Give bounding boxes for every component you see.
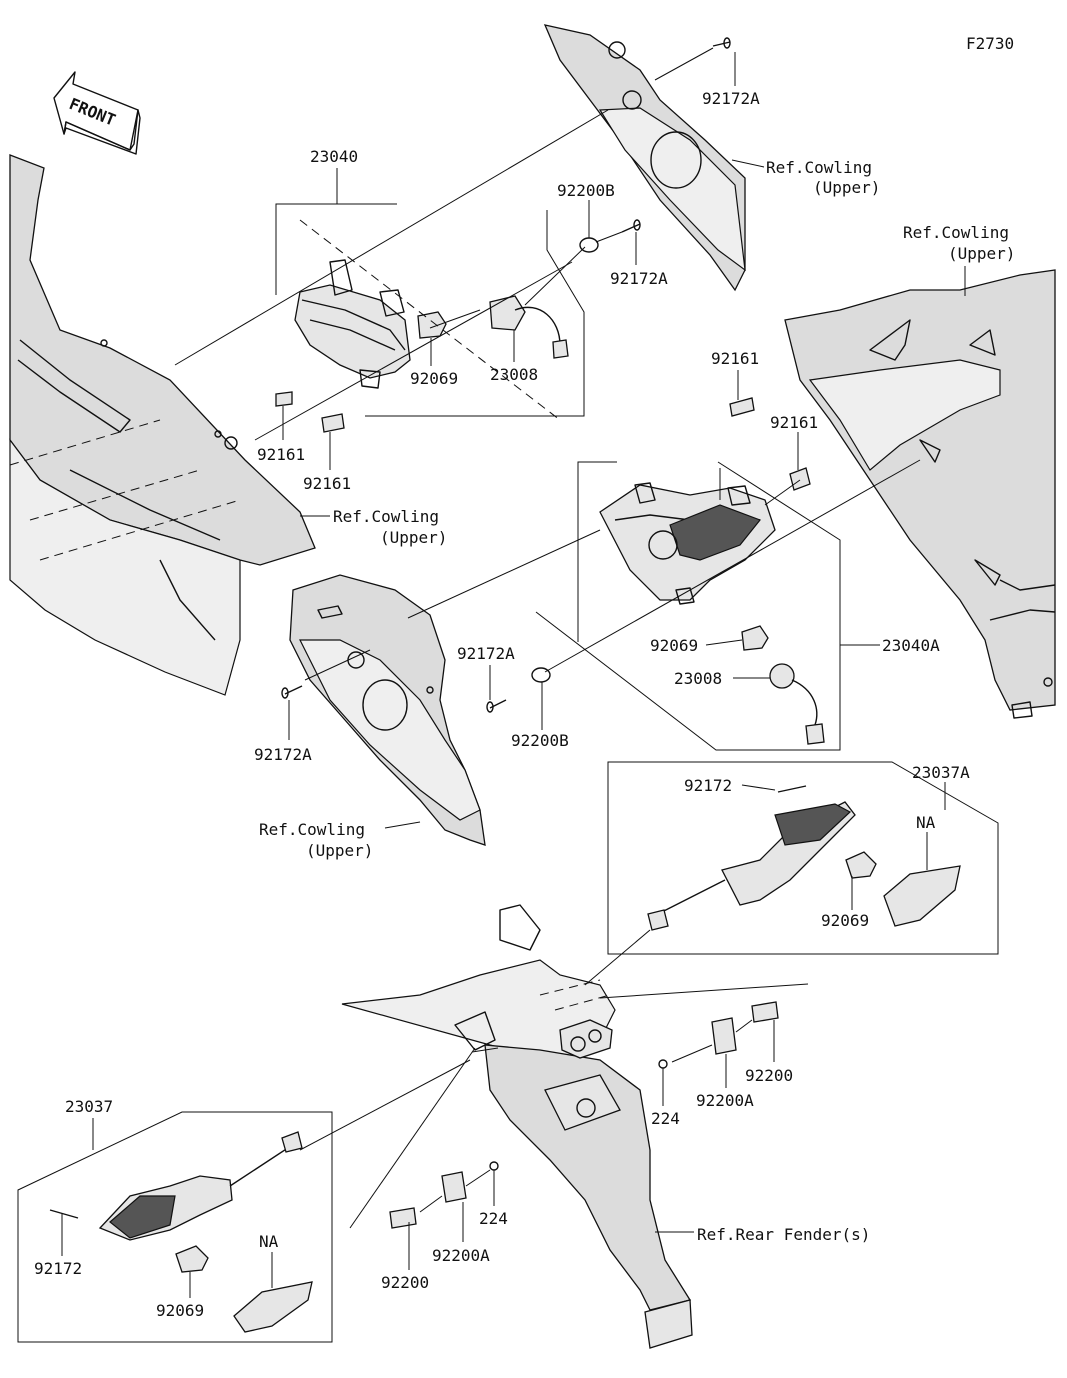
ref-cowling-upper-2-line1: Ref.Cowling bbox=[903, 223, 1009, 242]
label-224-right: 224 bbox=[651, 1109, 680, 1128]
assembly-box-23037A bbox=[607, 761, 999, 955]
tail-light-left bbox=[294, 259, 411, 389]
lens-na-left bbox=[233, 1281, 313, 1333]
assembly-box-23040A bbox=[535, 461, 841, 751]
label-92200A-left: 92200A bbox=[432, 1246, 490, 1265]
pads-92161-left bbox=[275, 391, 345, 433]
bolts-92172A bbox=[281, 685, 507, 713]
ref-rear-fender: Ref.Rear Fender(s) bbox=[697, 1225, 870, 1244]
bulb-92069-rb bbox=[845, 851, 877, 879]
label-92200B-center: 92200B bbox=[511, 731, 569, 750]
lens-na-right bbox=[883, 865, 961, 927]
plate-92200-r bbox=[751, 1001, 779, 1023]
turn-signal-left bbox=[49, 1131, 303, 1241]
label-23040A: 23040A bbox=[882, 636, 940, 655]
bulb-92069-right bbox=[741, 625, 769, 651]
label-92200A-right: 92200A bbox=[696, 1091, 754, 1110]
bulb-92069-lb bbox=[175, 1245, 209, 1273]
right-upper-cowling bbox=[784, 269, 1056, 719]
label-92161-c: 92161 bbox=[711, 349, 759, 368]
label-92200-left: 92200 bbox=[381, 1273, 429, 1292]
bracket-92200A-r bbox=[711, 1017, 737, 1055]
ref-cowling-upper-2-line2: (Upper) bbox=[948, 244, 1015, 263]
plate-92200-l bbox=[389, 1207, 417, 1229]
assembly-box-23037 bbox=[17, 1111, 333, 1343]
tail-light-right bbox=[599, 482, 776, 605]
rear-fender bbox=[341, 904, 693, 1349]
top-center-cowling bbox=[543, 24, 746, 292]
label-92172A-top: 92172A bbox=[702, 89, 760, 108]
bolt-92172A-top bbox=[621, 37, 731, 233]
label-23008-right: 23008 bbox=[674, 669, 722, 688]
reference-labels: Ref.Cowling (Upper) Ref.Cowling (Upper) … bbox=[259, 158, 1015, 1244]
label-92200B-top: 92200B bbox=[557, 181, 615, 200]
screw-224-l bbox=[489, 1161, 499, 1171]
label-92172A-left: 92172A bbox=[254, 745, 312, 764]
assembly-box-23040 bbox=[275, 203, 585, 417]
mid-left-cowling bbox=[289, 574, 486, 846]
socket-23008-right bbox=[769, 663, 825, 745]
ref-cowling-upper-4-line2: (Upper) bbox=[306, 841, 373, 860]
label-23008-left: 23008 bbox=[490, 365, 538, 384]
label-92069-right: 92069 bbox=[650, 636, 698, 655]
label-92069-left: 92069 bbox=[410, 369, 458, 388]
part-labels: 23040 92200B 92172A 92172A 92069 23008 9… bbox=[34, 89, 970, 1320]
label-92172A-mid: 92172A bbox=[610, 269, 668, 288]
label-92172-right: 92172 bbox=[684, 776, 732, 795]
label-92200-right: 92200 bbox=[745, 1066, 793, 1085]
ref-cowling-upper-3-line2: (Upper) bbox=[380, 528, 447, 547]
label-224-left: 224 bbox=[479, 1209, 508, 1228]
turn-signal-right bbox=[647, 785, 856, 931]
label-92172-left: 92172 bbox=[34, 1259, 82, 1278]
label-23037A: 23037A bbox=[912, 763, 970, 782]
ref-cowling-upper-1-line2: (Upper) bbox=[813, 178, 880, 197]
label-23040: 23040 bbox=[310, 147, 358, 166]
ref-cowling-upper-4-line1: Ref.Cowling bbox=[259, 820, 365, 839]
label-92172A-center: 92172A bbox=[457, 644, 515, 663]
label-na-right: NA bbox=[916, 813, 936, 832]
figure-code: F2730 bbox=[966, 34, 1014, 53]
grommet-92200B-center bbox=[531, 667, 551, 683]
screw-224-r bbox=[658, 1059, 668, 1069]
bulb-92069-left bbox=[417, 311, 447, 339]
label-92161-d: 92161 bbox=[770, 413, 818, 432]
label-92161-b: 92161 bbox=[303, 474, 351, 493]
front-arrow-icon: FRONT bbox=[53, 71, 141, 155]
ref-cowling-upper-3-line1: Ref.Cowling bbox=[333, 507, 439, 526]
label-na-left: NA bbox=[259, 1232, 279, 1251]
bracket-92200A-l bbox=[441, 1171, 467, 1203]
pads-92161-right bbox=[729, 397, 811, 491]
label-92161-a: 92161 bbox=[257, 445, 305, 464]
explode-lines bbox=[174, 47, 921, 1229]
label-23037: 23037 bbox=[65, 1097, 113, 1116]
label-92069-lb: 92069 bbox=[156, 1301, 204, 1320]
label-leaders bbox=[61, 52, 966, 1298]
ref-cowling-upper-1-line1: Ref.Cowling bbox=[766, 158, 872, 177]
socket-23008-left bbox=[489, 295, 569, 359]
left-upper-cowling bbox=[9, 154, 316, 696]
label-92069-rb: 92069 bbox=[821, 911, 869, 930]
